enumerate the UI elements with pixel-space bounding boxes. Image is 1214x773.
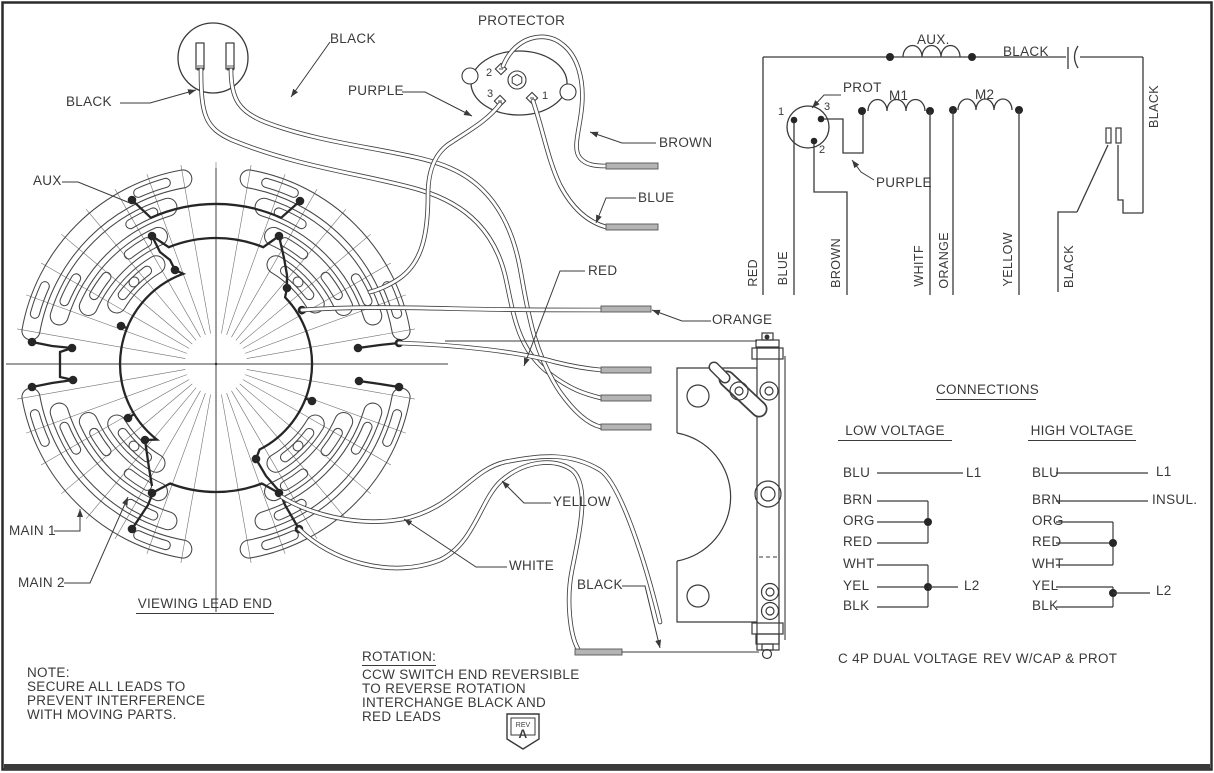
- schematic-black-top: BLACK: [1003, 44, 1049, 59]
- label-yellow: YELLOW: [553, 494, 612, 509]
- rotation-title: ROTATION:: [362, 649, 437, 666]
- rotation-line: TO REVERSE ROTATION: [362, 681, 526, 696]
- low-row-red: RED: [843, 534, 873, 549]
- schematic-black-right: BLACK: [1147, 85, 1161, 128]
- rotation-line: INTERCHANGE BLACK AND: [362, 695, 547, 710]
- high-row-blu: BLU: [1032, 465, 1060, 480]
- rev-badge-label: REV: [515, 722, 531, 729]
- low-row-yel: YEL: [843, 578, 870, 593]
- protector-pin-2: 2: [486, 67, 493, 79]
- schematic-pin-2: 2: [819, 144, 826, 156]
- rotation-line: CCW SWITCH END REVERSIBLE: [362, 667, 580, 682]
- label-black-bottom: BLACK: [577, 577, 623, 592]
- schematic-m1-label: M1: [889, 88, 909, 103]
- label-brown: BROWN: [659, 135, 713, 150]
- connections-footer-right: REV W/CAP & PROT: [983, 651, 1118, 666]
- high-insul: INSUL.: [1152, 492, 1198, 507]
- high-row-brn: BRN: [1032, 492, 1062, 507]
- schematic-purple-label: PURPLE: [876, 175, 932, 190]
- schematic-wire-yellow: YELLOW: [1001, 232, 1015, 287]
- label-purple: PURPLE: [348, 83, 404, 98]
- rotation-line: RED LEADS: [362, 709, 442, 724]
- schematic-wire-brown: BROWN: [829, 238, 843, 288]
- schematic-m2-label: M2: [975, 87, 995, 102]
- label-main2: MAIN 2: [18, 575, 65, 590]
- low-row-org: ORG: [843, 513, 875, 528]
- connections-title: CONNECTIONS: [936, 383, 1039, 400]
- high-row-blk: BLK: [1032, 598, 1059, 613]
- caption-viewing-lead-end: VIEWING LEAD END: [136, 597, 274, 614]
- schematic-wire-red: RED: [746, 259, 760, 287]
- high-row-org: ORG: [1032, 513, 1064, 528]
- label-main1: MAIN 1: [9, 523, 56, 538]
- label-red: RED: [588, 263, 618, 278]
- schematic-wire-orange: ORANGE: [937, 232, 951, 289]
- high-row-yel: YEL: [1032, 578, 1059, 593]
- rev-badge-letter: A: [518, 727, 528, 741]
- label-aux: AUX: [33, 173, 62, 188]
- low-l2: L2: [964, 578, 980, 593]
- low-l1: L1: [966, 465, 982, 480]
- label-black-plug-top: BLACK: [330, 31, 376, 46]
- high-row-wht: WHT: [1032, 556, 1064, 571]
- label-protector: PROTECTOR: [478, 13, 566, 28]
- high-voltage-title: HIGH VOLTAGE: [1028, 424, 1136, 441]
- schematic-wire-blue: BLUE: [776, 251, 790, 286]
- low-row-wht: WHT: [843, 556, 875, 571]
- schematic-pin-3: 3: [824, 101, 831, 113]
- low-row-blk: BLK: [843, 598, 870, 613]
- schematic-black-bottom: BLACK: [1062, 245, 1076, 288]
- connections-footer-left: C 4P DUAL VOLTAGE: [838, 651, 978, 666]
- note-line: PREVENT INTERFERENCE: [27, 693, 206, 708]
- note-line: WITH MOVING PARTS.: [27, 707, 177, 722]
- label-black-plug-left: BLACK: [66, 94, 112, 109]
- schematic-pin-1: 1: [778, 106, 785, 118]
- protector-pin-3: 3: [487, 88, 494, 100]
- label-blue: BLUE: [638, 190, 675, 205]
- low-row-brn: BRN: [843, 492, 873, 507]
- note-line: NOTE:: [27, 665, 70, 680]
- schematic-wire-white: WHITF: [912, 245, 926, 287]
- high-l1: L1: [1156, 464, 1172, 479]
- label-white: WHITE: [509, 558, 554, 573]
- schematic-prot-label: PROT: [843, 80, 882, 95]
- low-voltage-title: LOW VOLTAGE: [838, 424, 952, 441]
- low-row-blu: BLU: [843, 465, 871, 480]
- schematic-aux-label: AUX.: [917, 32, 950, 47]
- note-line: SECURE ALL LEADS TO: [27, 679, 186, 694]
- high-row-red: RED: [1032, 534, 1062, 549]
- high-l2: L2: [1156, 583, 1172, 598]
- protector-pin-1: 1: [542, 90, 549, 102]
- label-orange: ORANGE: [712, 312, 773, 327]
